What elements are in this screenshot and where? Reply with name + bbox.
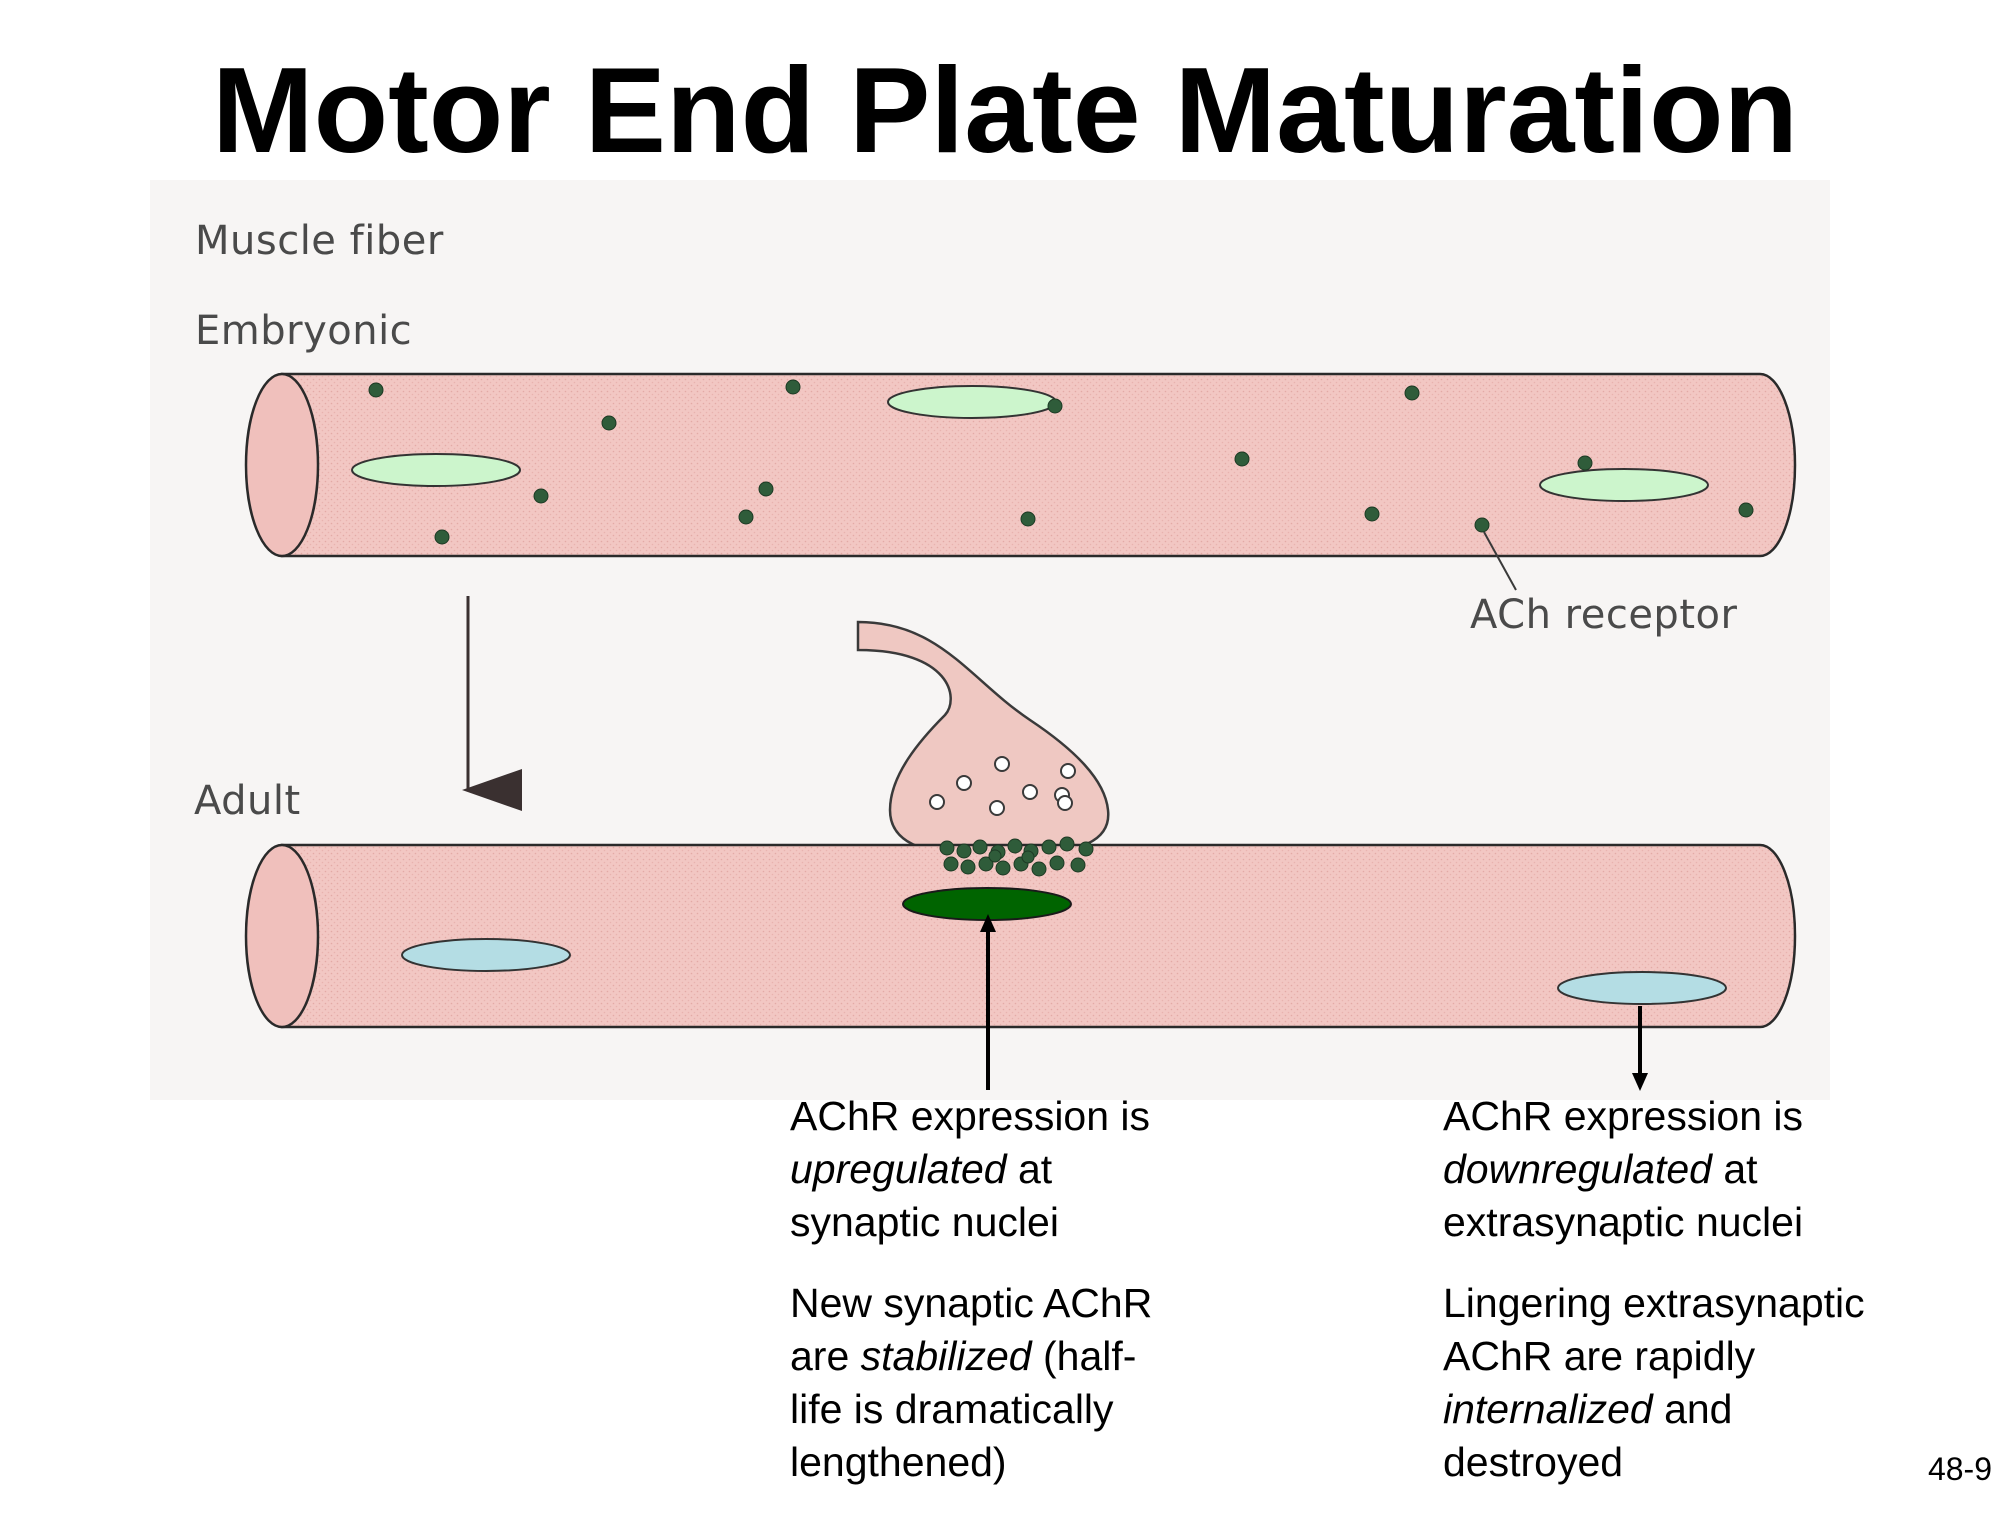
caption-text: extrasynaptic nuclei [1443,1199,1804,1245]
ach-receptor-dot [1031,861,1047,877]
synaptic-vesicle [989,800,1005,816]
ach-receptor-dot [1041,839,1057,855]
caption-emphasis: downregulated [1443,1146,1712,1192]
embryonic-nucleus [1539,468,1709,502]
caption-text: New synaptic AChR [790,1280,1153,1326]
muscle-fiber-label: Muscle fiber [195,218,444,264]
ach-receptor-dot [1577,455,1593,471]
embryonic-nuclei [351,385,1709,502]
caption-emphasis: stabilized [860,1333,1032,1379]
synaptic-caption: AChR expression is upregulated at synapt… [790,1090,1350,1517]
ach-receptor-dot [978,856,994,872]
caption-arrows [980,914,1648,1091]
ach-receptor-dot [1474,517,1490,533]
synaptic-vesicle [1060,763,1076,779]
ach-receptor-dot [368,382,384,398]
ach-receptor-dot [988,849,1002,863]
adult-label: Adult [194,778,301,824]
ach-receptor-label: ACh receptor [1470,592,1738,638]
ach-receptor-dot [758,481,774,497]
ach-receptor-dot [1738,502,1754,518]
embryonic-ach-receptors [368,379,1754,545]
ach-receptor-dot [972,839,988,855]
ach-receptor-dot [1404,385,1420,401]
synaptic-nucleus [902,887,1072,921]
caption-text: Lingering extrasynaptic [1443,1280,1865,1326]
ach-receptor-dot [1234,451,1250,467]
extrasynaptic-caption: AChR expression is downregulated at extr… [1443,1090,1963,1517]
ach-receptor-dot [1070,857,1086,873]
ach-receptor-dot [1364,506,1380,522]
caption-text: are [790,1333,861,1379]
ach-receptor-dot [1078,841,1094,857]
motor-end-plate-figure: Muscle fiber Embryonic Adult ACh recepto… [150,180,1830,1100]
ach-receptor-leader-line [1483,531,1517,591]
ach-receptor-dot [939,840,955,856]
caption-text: lengthened) [790,1439,1007,1485]
extrasynaptic-caption-para2: Lingering extrasynaptic AChR are rapidly… [1443,1277,1963,1489]
synaptic-arrowhead [980,914,996,932]
ach-receptor-dot [1007,838,1023,854]
extrasynaptic-caption-para1: AChR expression is downregulated at extr… [1443,1090,1963,1249]
synaptic-vesicle [1022,784,1038,800]
caption-text: life is dramatically [790,1386,1114,1432]
ach-receptor-dot [601,415,617,431]
caption-text: and [1652,1386,1733,1432]
slide-number: 48-9 [1927,1451,1992,1487]
ach-receptor-dot [533,488,549,504]
caption-emphasis: upregulated [790,1146,1007,1192]
embryonic-label: Embryonic [195,308,413,354]
ach-receptor-dot [1049,855,1065,871]
adult-fiber-end [244,843,320,1029]
embryonic-nucleus [351,453,521,487]
caption-text: AChR expression is [1443,1093,1804,1139]
caption-text: synaptic nuclei [790,1199,1059,1245]
ach-receptor-dot [1047,398,1063,414]
synaptic-vesicle [956,775,972,791]
clustered-ach-receptors [939,836,1094,877]
ach-receptor-dot [995,860,1011,876]
embryonic-fiber-end [244,372,320,558]
ach-receptor-dot [956,843,972,859]
nerve-terminal [856,620,1110,854]
adult-muscle-fiber [244,836,1797,1029]
caption-text: destroyed [1443,1439,1624,1485]
ach-receptor-dot [1020,511,1036,527]
embryonic-nucleus [887,385,1057,419]
diagram-canvas [244,372,1797,1091]
ach-receptor-dot [434,529,450,545]
caption-text: (half- [1031,1333,1137,1379]
ach-receptor-dot [1059,836,1075,852]
ach-receptor-dot [738,509,754,525]
caption-emphasis: internalized [1443,1386,1653,1432]
extrasynaptic-nucleus-left [401,938,571,972]
slide-title: Motor End Plate Maturation [212,42,1798,178]
synaptic-vesicle [994,756,1010,772]
synaptic-vesicle [1057,795,1073,811]
synaptic-vesicles [929,756,1076,816]
extrasynaptic-arrowhead [1632,1073,1648,1091]
ach-receptor-dot [1021,850,1035,864]
synaptic-vesicle [929,794,945,810]
caption-text: at [1006,1146,1053,1192]
extrasynaptic-nucleus-right [1557,971,1727,1005]
ach-receptor-dot [785,379,801,395]
caption-text: at [1711,1146,1758,1192]
caption-text: AChR are rapidly [1443,1333,1756,1379]
ach-receptor-dot [960,859,976,875]
ach-receptor-dot [943,856,959,872]
synaptic-caption-para1: AChR expression is upregulated at synapt… [790,1090,1350,1249]
synaptic-caption-para2: New synaptic AChR are stabilized (half- … [790,1277,1350,1489]
caption-text: AChR expression is [790,1093,1151,1139]
embryonic-muscle-fiber [244,372,1797,591]
